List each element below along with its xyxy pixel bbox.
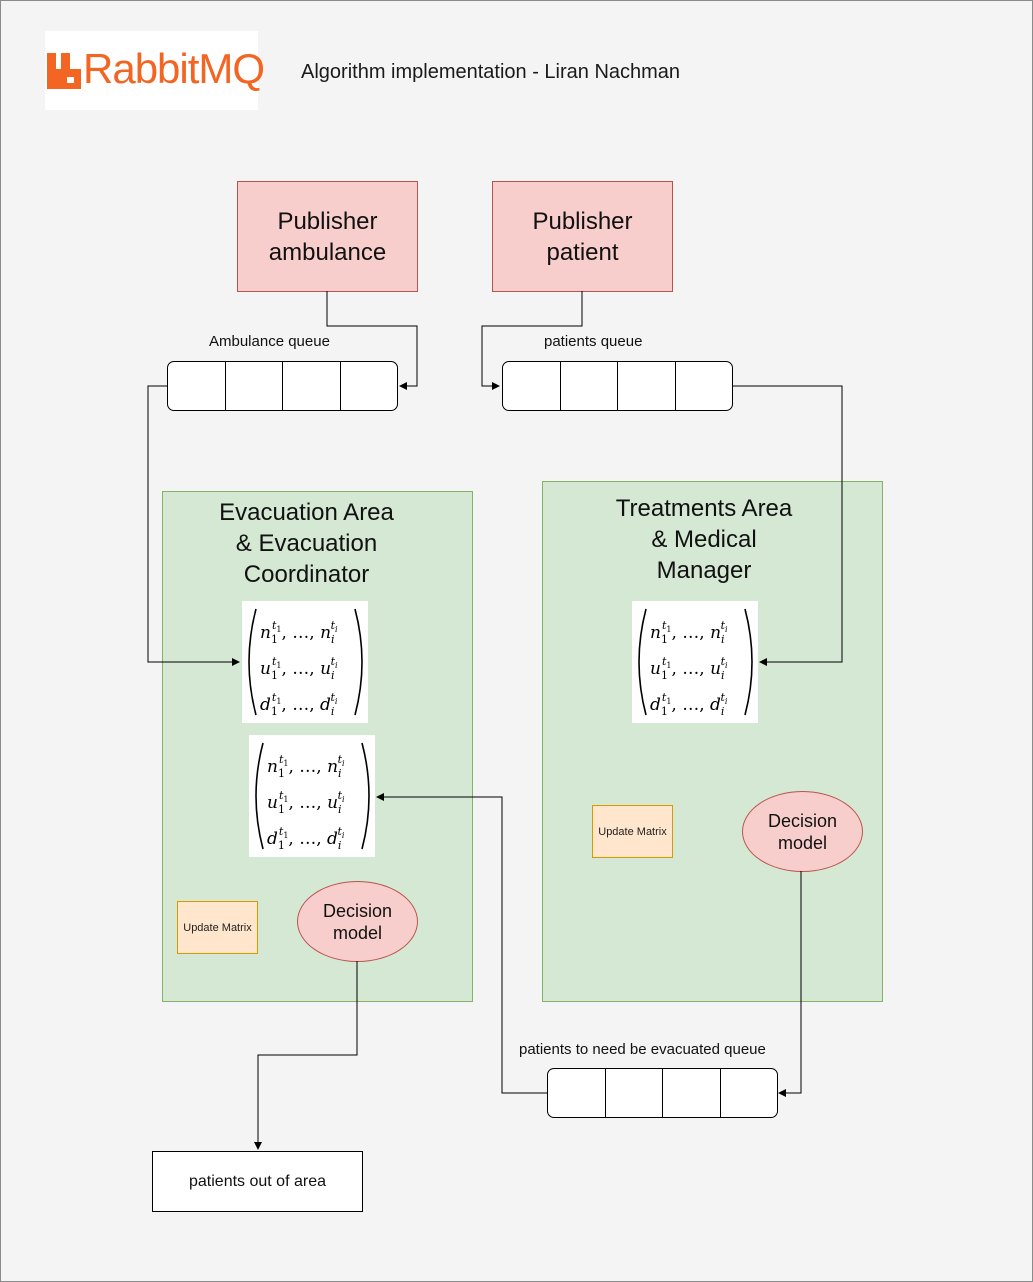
patients-queue-label: patients queue xyxy=(544,333,643,350)
ambulance-queue-label: Ambulance queue xyxy=(209,333,330,350)
evacuated-queue[interactable] xyxy=(547,1068,778,1118)
queue-slot xyxy=(618,362,676,410)
queue-slot xyxy=(168,362,226,410)
matrix-row: u1t1, …, uiti xyxy=(267,789,345,816)
matrix-row: n1t1, …, niti xyxy=(650,619,728,646)
matrix-row: n1t1, …, niti xyxy=(260,619,338,646)
queue-slot xyxy=(663,1069,721,1117)
matrix-right-paren xyxy=(744,608,753,716)
matrix-row: u1t1, …, uiti xyxy=(260,655,338,682)
matrix-right-paren xyxy=(361,742,370,850)
matrix-right-paren xyxy=(354,608,363,716)
logo-text: RabbitMQ xyxy=(83,45,265,92)
matrix-left-paren xyxy=(638,608,647,716)
queue-slot xyxy=(341,362,398,410)
queue-slot xyxy=(283,362,341,410)
matrix-row: d1t1, …, diti xyxy=(267,825,345,852)
decision-model-evacuation[interactable]: Decision model xyxy=(297,881,418,962)
ambulance-queue[interactable] xyxy=(167,361,398,411)
decision-model-treatments[interactable]: Decision model xyxy=(742,791,863,872)
queue-slot xyxy=(561,362,618,410)
matrix-row: u1t1, …, uiti xyxy=(650,655,728,682)
matrix-row: n1t1, …, niti xyxy=(267,753,345,780)
treatments-area[interactable]: Treatments Area & Medical Manager xyxy=(542,481,883,1002)
queue-slot xyxy=(721,1069,778,1117)
publisher-patient[interactable]: Publisher patient xyxy=(492,181,673,292)
queue-slot xyxy=(226,362,283,410)
queue-slot xyxy=(548,1069,606,1117)
evacuation-area-title: Evacuation Area & Evacuation Coordinator xyxy=(219,499,394,588)
queue-slot xyxy=(606,1069,663,1117)
rabbitmq-logo: RabbitMQ xyxy=(45,31,265,110)
matrix-row: d1t1, …, diti xyxy=(260,691,338,718)
state-matrix-evacuation-copy: n1t1, …, niti u1t1, …, uiti d1t1, …, diti xyxy=(249,735,375,857)
matrix-left-paren xyxy=(255,742,264,850)
state-matrix-treatments: n1t1, …, niti u1t1, …, uiti d1t1, …, diti xyxy=(632,601,758,723)
update-matrix-evacuation[interactable]: Update Matrix xyxy=(177,901,258,954)
queue-slot xyxy=(676,362,733,410)
page-title: Algorithm implementation - Liran Nachman xyxy=(301,61,681,83)
state-matrix-evacuation: n1t1, …, niti u1t1, …, uiti d1t1, …, diti xyxy=(242,601,368,723)
patients-out-box[interactable]: patients out of area xyxy=(152,1151,363,1212)
matrix-left-paren xyxy=(248,608,257,716)
queue-slot xyxy=(503,362,561,410)
update-matrix-treatments[interactable]: Update Matrix xyxy=(592,805,673,858)
rabbit-icon xyxy=(47,53,81,89)
evacuated-queue-label: patients to need be evacuated queue xyxy=(519,1041,766,1058)
matrix-row: d1t1, …, diti xyxy=(650,691,728,718)
publisher-ambulance[interactable]: Publisher ambulance xyxy=(237,181,418,292)
matrix-svg: n1t1, …, niti u1t1, …, uiti d1t1, …, diti xyxy=(255,742,370,852)
matrix-svg: n1t1, …, niti u1t1, …, uiti d1t1, …, diti xyxy=(248,608,363,718)
treatments-area-title: Treatments Area & Medical Manager xyxy=(615,495,793,584)
patients-queue[interactable] xyxy=(502,361,733,411)
matrix-svg: n1t1, …, niti u1t1, …, uiti d1t1, …, diti xyxy=(638,608,753,718)
